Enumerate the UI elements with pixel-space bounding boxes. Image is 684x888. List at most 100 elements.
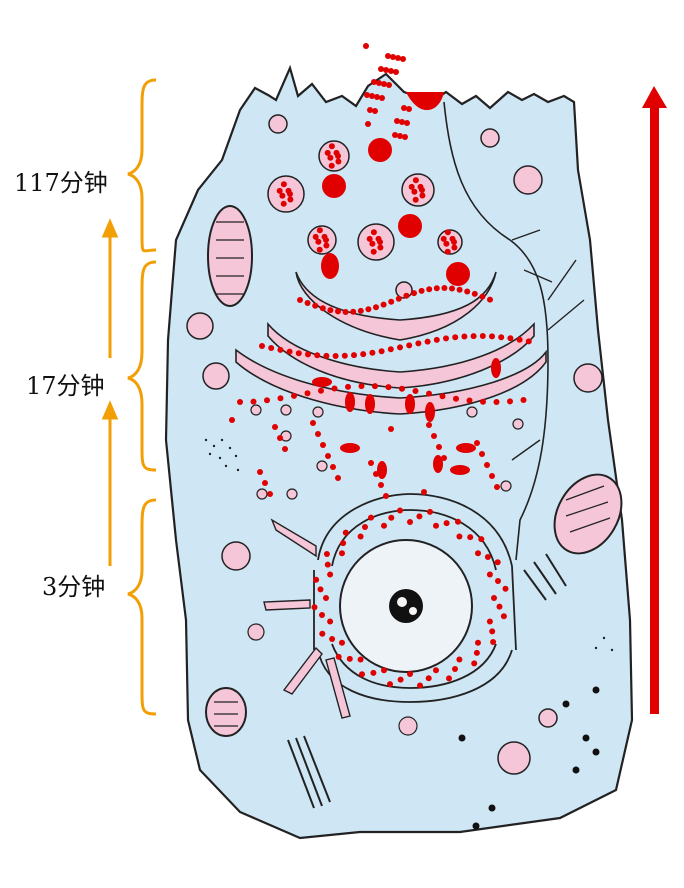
secretory-dot [359,671,365,678]
secretory-dot [357,656,364,663]
secretory-dot [425,675,432,682]
secretory-dot [387,346,394,353]
secretory-dot [367,107,373,113]
secretory-dot [327,154,334,161]
secretory-dot [453,395,459,402]
nucleus [339,539,473,673]
secretory-dot [403,292,410,299]
secretory-dot [401,105,407,111]
secretory-dot [368,514,374,521]
secretory-dot [408,183,415,190]
secretory-dot [491,595,497,601]
secretory-dot [424,338,431,345]
secretory-dot [360,351,367,358]
transport-vesicles-red [312,358,501,479]
secretory-dot [441,455,447,461]
secretory-dot [305,351,311,358]
mature-secretory-granules [321,138,470,286]
secretory-dot [317,586,324,593]
secretory-dot [415,340,422,347]
secretory-dot [357,307,364,314]
secretory-dot [388,298,395,305]
secretory-dot [378,482,384,488]
secretory-dot [416,513,423,520]
secretory-dot [327,618,334,625]
secretory-dot [478,536,485,543]
secretory-dot [320,442,326,448]
secretory-dot [365,121,371,127]
secretory-dot [439,393,446,400]
secretory-dot [484,554,491,560]
secretory-dot [287,196,294,203]
secretory-dot [229,417,235,423]
secretory-dot [323,551,330,557]
secretory-dot [498,334,505,341]
secretory-dot [372,108,378,114]
secretory-dot [520,397,527,403]
secretory-dot [277,435,283,441]
secretory-dot [369,240,376,247]
lateral-membrane-branch [511,229,585,461]
secretory-dot [286,348,293,355]
secretory-dot [507,398,513,405]
secretory-dot [282,446,288,452]
secretory-dot [412,388,419,394]
secretory-dot [466,397,473,404]
secretory-dot [257,469,263,475]
secretory-dot [366,235,373,242]
secretory-dot [339,639,345,646]
secretory-dot [340,540,347,547]
secretory-dot [507,335,514,342]
secretory-dot [406,106,412,112]
secretory-dot [350,308,357,315]
secretory-dot [474,440,480,446]
secretory-dot [467,534,474,541]
secretory-dot [380,301,387,308]
secretory-dot [319,612,325,618]
secretory-dot [237,399,243,405]
secretory-dot [452,334,459,341]
secretory-dot [351,352,357,359]
secretory-dot [394,118,400,124]
secretory-dot [436,444,442,450]
secretory-dot [358,383,365,390]
bracket-3 [127,498,157,716]
secretory-dot [385,53,391,59]
secretory-dot [455,518,461,525]
secretory-dot [319,305,326,312]
secretory-dot [489,473,495,479]
secretory-dot [446,675,452,682]
mitochondrion-right [553,473,623,555]
secretory-dot [323,595,329,601]
arrowhead-17-to-117 [101,218,119,238]
secretory-dot [426,390,432,397]
secretory-dot [404,120,410,126]
secretory-dot [388,514,395,521]
secretory-dot [381,81,387,87]
secretory-dot [443,335,449,342]
secretory-dot [267,491,273,497]
mitochondrion-left [207,205,253,307]
secretory-dot [342,529,349,536]
secretory-dot [371,79,377,85]
secretory-dot [259,343,265,349]
secretory-dot [379,95,385,101]
secretory-product-dots [229,43,532,689]
lateral-membrane [443,101,549,561]
secretory-dot [264,397,270,404]
secretory-dot [444,229,451,236]
lysosomes [186,114,603,775]
secretory-dot [399,385,405,392]
secretory-dot [418,287,425,294]
secretory-dot [479,451,485,457]
secretory-dot [280,200,287,207]
secretory-dot [345,383,351,390]
dark-granules [458,686,600,830]
secretory-dot [417,183,424,190]
secretory-dot [464,288,471,295]
secretory-dot [381,522,387,529]
secretory-dot [525,338,532,345]
secretory-dot [489,333,495,340]
